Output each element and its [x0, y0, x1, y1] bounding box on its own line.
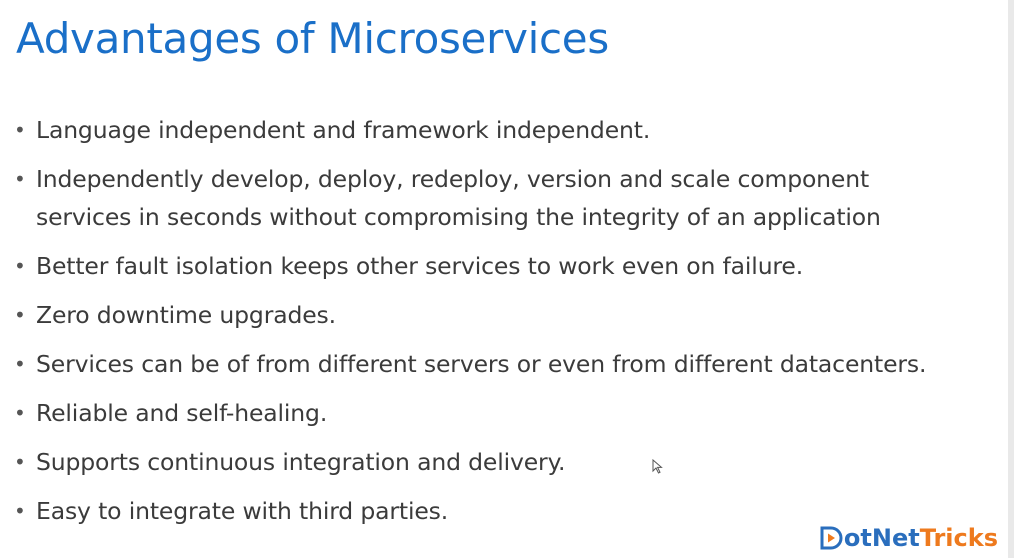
bullet-item-2: • Independently develop, deploy, redeplo…: [14, 160, 1004, 236]
bullet-icon: •: [14, 352, 26, 376]
bullet-text: Easy to integrate with third parties.: [36, 497, 449, 525]
bullet-icon: •: [14, 450, 26, 474]
bullet-text: Reliable and self-healing.: [36, 399, 328, 427]
bullet-icon: •: [14, 254, 26, 278]
right-edge-border: [1008, 0, 1014, 558]
bullet-item-1: • Language independent and framework ind…: [14, 111, 1004, 149]
bullet-item-3: • Better fault isolation keeps other ser…: [14, 247, 1004, 285]
bullet-icon: •: [14, 303, 26, 327]
bullet-text: Language independent and framework indep…: [36, 116, 651, 144]
play-d-logo-icon: [820, 526, 843, 550]
bullet-text: Services can be of from different server…: [36, 350, 927, 378]
bullet-icon: •: [14, 499, 26, 523]
bullet-icon: •: [14, 401, 26, 425]
bullet-item-5: • Services can be of from different serv…: [14, 345, 1004, 383]
bullet-text-continued: services in seconds without compromising…: [36, 203, 881, 231]
slide-title: Advantages of Microservices: [16, 14, 609, 63]
bullet-item-6: • Reliable and self-healing.: [14, 394, 1004, 432]
bullet-icon: •: [14, 167, 26, 191]
logo-text-dotnet: otNet: [843, 524, 920, 552]
bullet-text: Independently develop, deploy, redeploy,…: [36, 165, 870, 193]
bullet-item-8: • Easy to integrate with third parties.: [14, 492, 1004, 530]
bullet-list: • Language independent and framework ind…: [14, 111, 1004, 541]
logo-text-tricks: Tricks: [919, 524, 998, 552]
bullet-item-4: • Zero downtime upgrades.: [14, 296, 1004, 334]
mouse-cursor-icon: [652, 459, 663, 474]
bullet-item-7: • Supports continuous integration and de…: [14, 443, 1004, 481]
bullet-text: Better fault isolation keeps other servi…: [36, 252, 804, 280]
bullet-text: Zero downtime upgrades.: [36, 301, 336, 329]
bullet-icon: •: [14, 118, 26, 142]
bullet-text: Supports continuous integration and deli…: [36, 448, 566, 476]
